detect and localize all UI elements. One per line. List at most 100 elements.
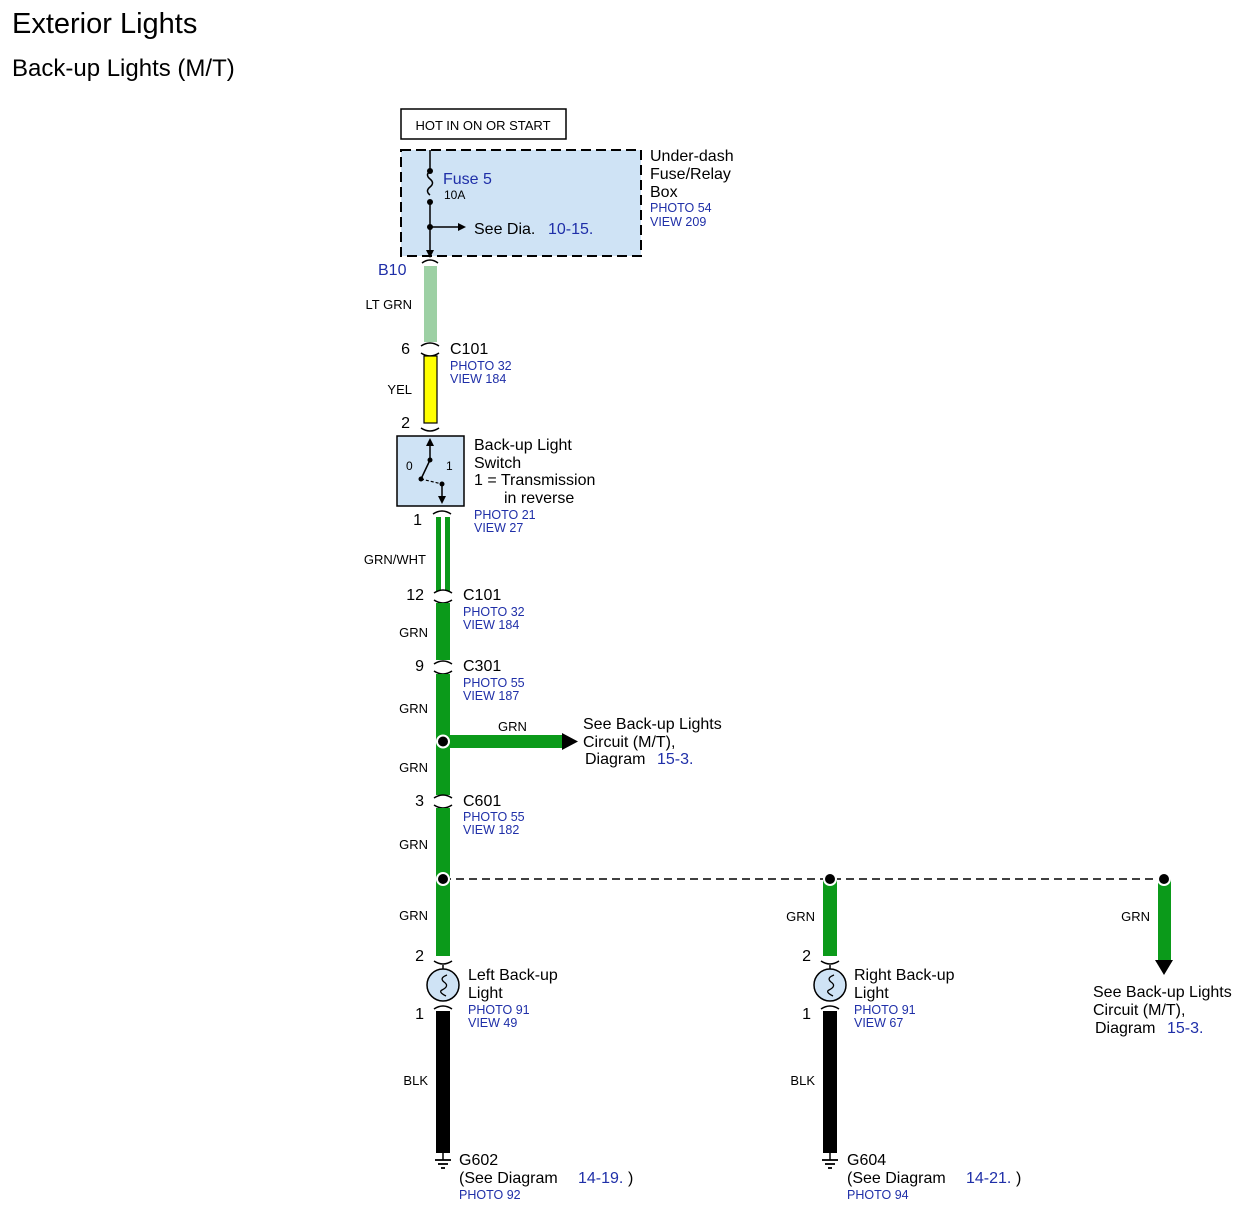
switch-view: VIEW 27 <box>474 521 523 535</box>
fuse-box-name-1: Under-dash <box>650 148 734 165</box>
c301-name: C301 <box>463 658 501 675</box>
wire-label-grn-branch: GRN <box>498 719 527 734</box>
fuse-see-ref: 10-15. <box>548 221 593 238</box>
far-ref-2: Circuit (M/T), <box>1093 1002 1185 1019</box>
fuse-see-prefix: See Dia. <box>474 221 535 238</box>
left-light-pin-bottom: 1 <box>415 1006 424 1023</box>
far-ref-3-link: 15-3. <box>1167 1020 1203 1037</box>
switch-photo: PHOTO 21 <box>474 508 536 522</box>
ground-icon <box>822 1150 838 1169</box>
connector-c601 <box>433 794 453 809</box>
fuse-box-view: VIEW 209 <box>650 215 706 229</box>
splice-point <box>1157 872 1171 886</box>
wire-label-grn-wht: GRN/WHT <box>364 552 426 567</box>
page-title: Exterior Lights <box>12 8 197 40</box>
wire-label-lt-grn: LT GRN <box>366 297 412 312</box>
c101b-pin: 12 <box>406 587 424 604</box>
c101a-pin: 6 <box>401 341 410 358</box>
splice-point <box>436 734 450 749</box>
ground-left-see-prefix: (See Diagram <box>459 1170 558 1187</box>
connector-c101-b <box>433 589 453 604</box>
ground-icon <box>435 1150 451 1169</box>
wire-grn-far <box>1158 879 1171 962</box>
right-light-pin-bottom: 1 <box>802 1006 811 1023</box>
fuse-box-name-2: Fuse/Relay <box>650 166 731 183</box>
fuse-relay-box: Fuse 5 10A See Dia. 10-15. <box>400 149 642 258</box>
ground-left-name: G602 <box>459 1152 498 1169</box>
fuse-box-name-3: Box <box>650 184 678 201</box>
left-light-pin-top: 2 <box>415 948 424 965</box>
arrow-down-icon <box>426 250 434 258</box>
right-light-name-1: Right Back-up <box>854 967 955 984</box>
c101b-photo: PHOTO 32 <box>463 605 525 619</box>
wire-grn-left <box>436 879 450 956</box>
wire-label-grn-2: GRN <box>399 701 428 716</box>
left-light-photo: PHOTO 91 <box>468 1003 530 1017</box>
right-light-view: VIEW 67 <box>854 1016 903 1030</box>
wire-grn-branch <box>443 735 564 748</box>
left-light-view: VIEW 49 <box>468 1016 517 1030</box>
branch-ref-2: Circuit (M/T), <box>583 734 675 751</box>
ground-right-photo: PHOTO 94 <box>847 1188 909 1202</box>
ground-right-see-ref: 14-21. <box>966 1170 1011 1187</box>
page-subtitle: Back-up Lights (M/T) <box>12 55 235 82</box>
connector-c101-a <box>420 342 440 357</box>
wire-grn-right <box>823 879 837 956</box>
arrow-right-icon <box>562 733 578 750</box>
far-ref-1: See Back-up Lights <box>1093 984 1232 1001</box>
left-light-name-2: Light <box>468 985 503 1002</box>
ground-right-see-suffix: ) <box>1016 1170 1021 1187</box>
wire-blk-left <box>436 1011 450 1153</box>
wire-label-yel: YEL <box>387 382 412 397</box>
connector-c301 <box>433 660 453 675</box>
switch-note-1: 1 = Transmission <box>474 472 595 489</box>
power-label: HOT IN ON OR START <box>415 118 550 133</box>
wire-lt-grn <box>424 266 437 342</box>
c301-photo: PHOTO 55 <box>463 676 525 690</box>
wire-yel <box>423 355 438 424</box>
wire-label-blk-left: BLK <box>403 1073 428 1088</box>
c601-photo: PHOTO 55 <box>463 810 525 824</box>
c101b-view: VIEW 184 <box>463 618 519 632</box>
c601-view: VIEW 182 <box>463 823 519 837</box>
arrow-down-icon <box>1155 960 1173 975</box>
right-light-pin-top: 2 <box>802 948 811 965</box>
switch-pos-1: 1 <box>446 459 453 473</box>
switch-pin-top: 2 <box>401 415 410 432</box>
branch-ref-3-link: 15-3. <box>657 751 693 768</box>
left-bulb-icon <box>426 965 460 1002</box>
c101a-photo: PHOTO 32 <box>450 359 512 373</box>
switch-top-connector <box>420 427 440 432</box>
switch-note-2: in reverse <box>504 490 574 507</box>
far-ref-3-prefix: Diagram <box>1095 1020 1155 1037</box>
wire-label-grn-left: GRN <box>399 908 428 923</box>
fuse-icon <box>426 170 434 196</box>
wire-label-blk-right: BLK <box>790 1073 815 1088</box>
backup-light-switch: 0 1 <box>396 435 465 507</box>
c101b-name: C101 <box>463 587 501 604</box>
wire-label-grn-4: GRN <box>399 837 428 852</box>
switch-bottom-connector <box>432 510 452 515</box>
c601-pin: 3 <box>415 793 424 810</box>
power-label-box: HOT IN ON OR START <box>400 108 567 140</box>
wire-grn-3 <box>436 808 450 879</box>
arrow-right-icon <box>458 223 466 231</box>
splice-point <box>823 872 837 886</box>
ground-left-see-suffix: ) <box>628 1170 633 1187</box>
branch-ref-1: See Back-up Lights <box>583 716 722 733</box>
wire-label-grn-1: GRN <box>399 625 428 640</box>
terminal-b10: B10 <box>378 262 407 279</box>
ground-right-see-prefix: (See Diagram <box>847 1170 946 1187</box>
branch-ref-3-prefix: Diagram <box>585 751 645 768</box>
connector-b10 <box>421 259 439 264</box>
switch-pos-0: 0 <box>406 459 413 473</box>
c101a-name: C101 <box>450 341 488 358</box>
switch-name-1: Back-up Light <box>474 437 572 454</box>
wire-grn-wht <box>436 517 450 591</box>
right-light-name-2: Light <box>854 985 889 1002</box>
ground-left-see-ref: 14-19. <box>578 1170 623 1187</box>
wire-label-grn-3: GRN <box>399 760 428 775</box>
fuse-box-photo: PHOTO 54 <box>650 201 712 215</box>
right-bulb-icon <box>813 965 847 1002</box>
